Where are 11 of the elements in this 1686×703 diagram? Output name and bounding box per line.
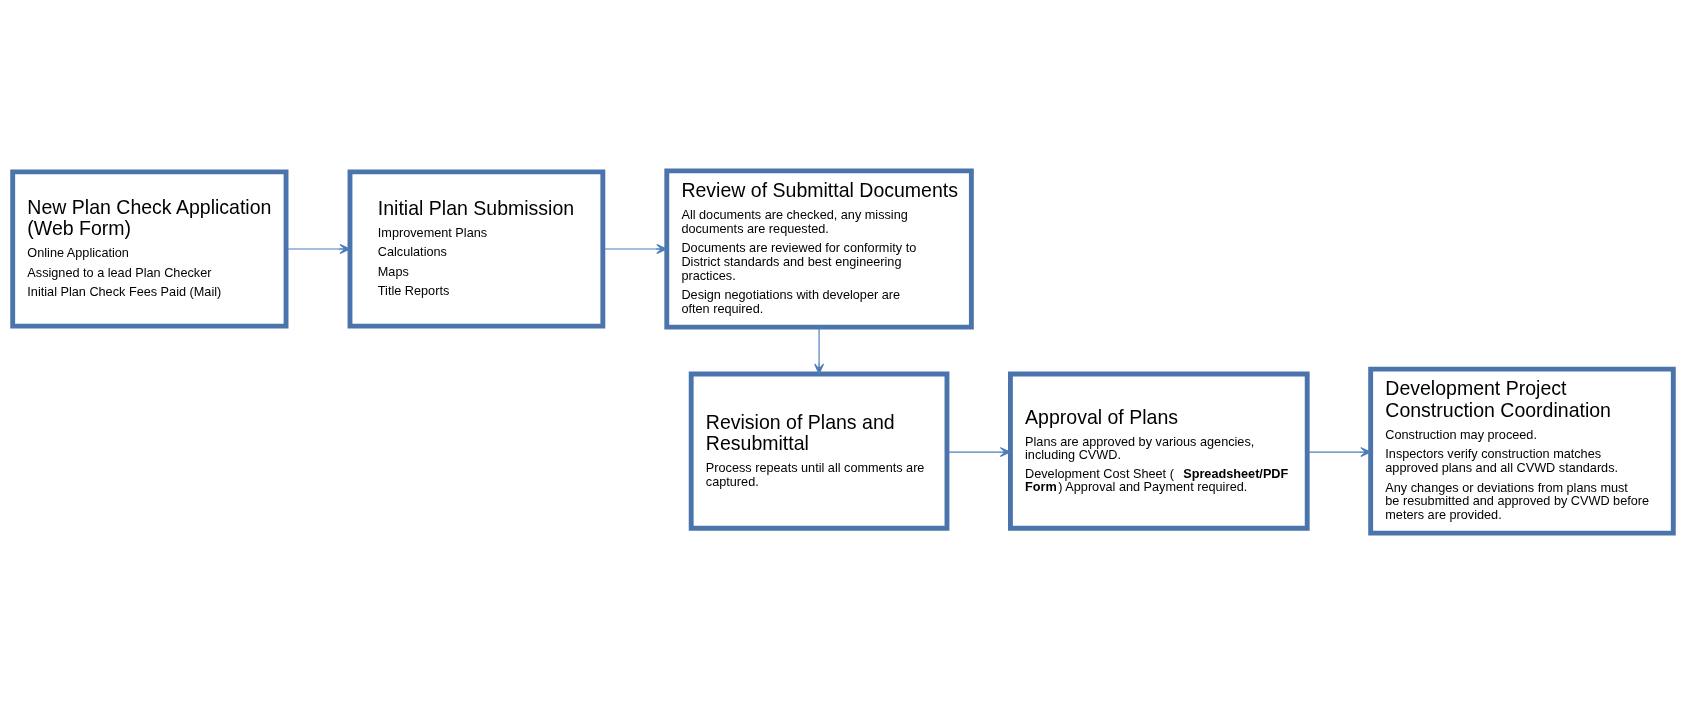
arrow <box>814 326 825 374</box>
arrow <box>946 446 1011 457</box>
node-box: Revision of Plans and Resubmittal Process repeats until all comments are captured. <box>688 371 950 531</box>
arrow <box>285 243 351 254</box>
node-box: Initial Plan Submission Improvement Plans Calculations Maps Title Reports <box>347 168 606 329</box>
node-box: Development Project Construction Coordination Construction may proceed. Inspectors verify construction matches approved plans and all CVWD standards. Any changes or deviations from plans must be resubmitted and approved by CVWD before meters are provided. <box>1368 366 1676 536</box>
node-box: New Plan Check Application (Web Form) Online Application Assigned to a lead Plan Checker Initial Plan Check Fees Paid (Mail) <box>10 168 289 329</box>
node-box: Review of Submittal Documents All documents are checked, any missing documents are requested. Documents are reviewed for conformity to District standards and best engineering practices. Design negotiations with developer are often required. <box>664 167 974 330</box>
arrow <box>602 243 668 254</box>
node-box: Approval of Plans Plans are approved by various agencies, including CVWD. Development Cost Sheet (Spreadsheet/PDF Form) Approval and Payment required. <box>1008 371 1310 531</box>
arrow <box>1306 446 1372 457</box>
